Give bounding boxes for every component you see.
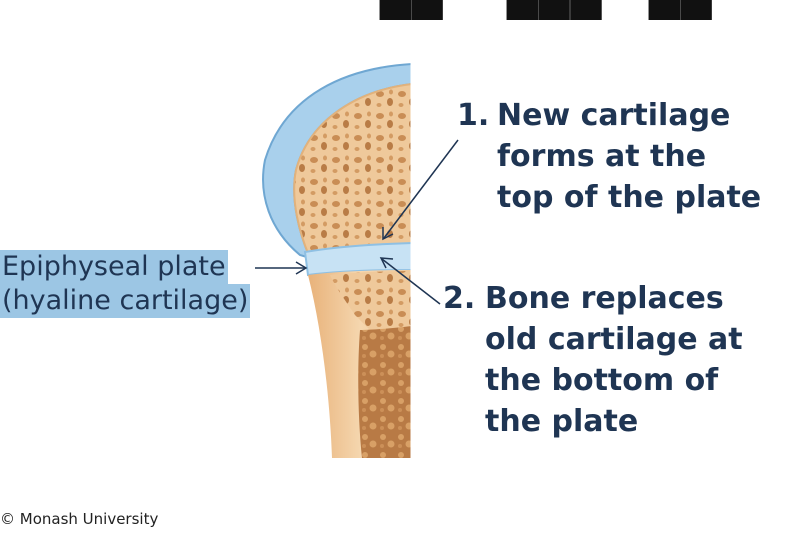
marrow-cavity	[358, 326, 412, 458]
leader-line-step2	[381, 258, 441, 305]
copyright-credit: © Monash University	[0, 510, 159, 528]
leader-arrowhead-step2	[379, 257, 394, 269]
step-2-text: Bone replaces old cartilage at the botto…	[485, 278, 743, 442]
epiphyseal-plate-label: Epiphyseal plate (hyaline cartilage)	[0, 250, 251, 318]
label-line-2: (hyaline cartilage)	[0, 284, 251, 318]
title-cropped-fragment: ▄▄▀▀▄▄▄▀ ▄▄	[380, 0, 713, 20]
step-1-line: New cartilage	[497, 98, 731, 133]
step-2-line: old cartilage at	[485, 322, 743, 357]
step-2-line: the plate	[485, 404, 639, 439]
leader-arrowhead-label	[295, 261, 308, 275]
metaphysis-spongy-bone	[330, 271, 412, 340]
epiphysis	[293, 82, 413, 259]
step-2-line: Bone replaces	[485, 281, 724, 316]
step-2-number: 2.	[443, 281, 476, 316]
label-line-1: Epiphyseal plate	[0, 250, 228, 284]
step-1-line: top of the plate	[497, 180, 762, 215]
step-1-line: forms at the	[497, 139, 707, 174]
step-1-number: 1.	[457, 98, 490, 133]
leader-line-step1	[383, 139, 459, 239]
step-1-text: New cartilage forms at the top of the pl…	[497, 95, 761, 218]
leader-arrowhead-step1	[382, 227, 394, 241]
step-2-line: the bottom of	[485, 363, 719, 398]
